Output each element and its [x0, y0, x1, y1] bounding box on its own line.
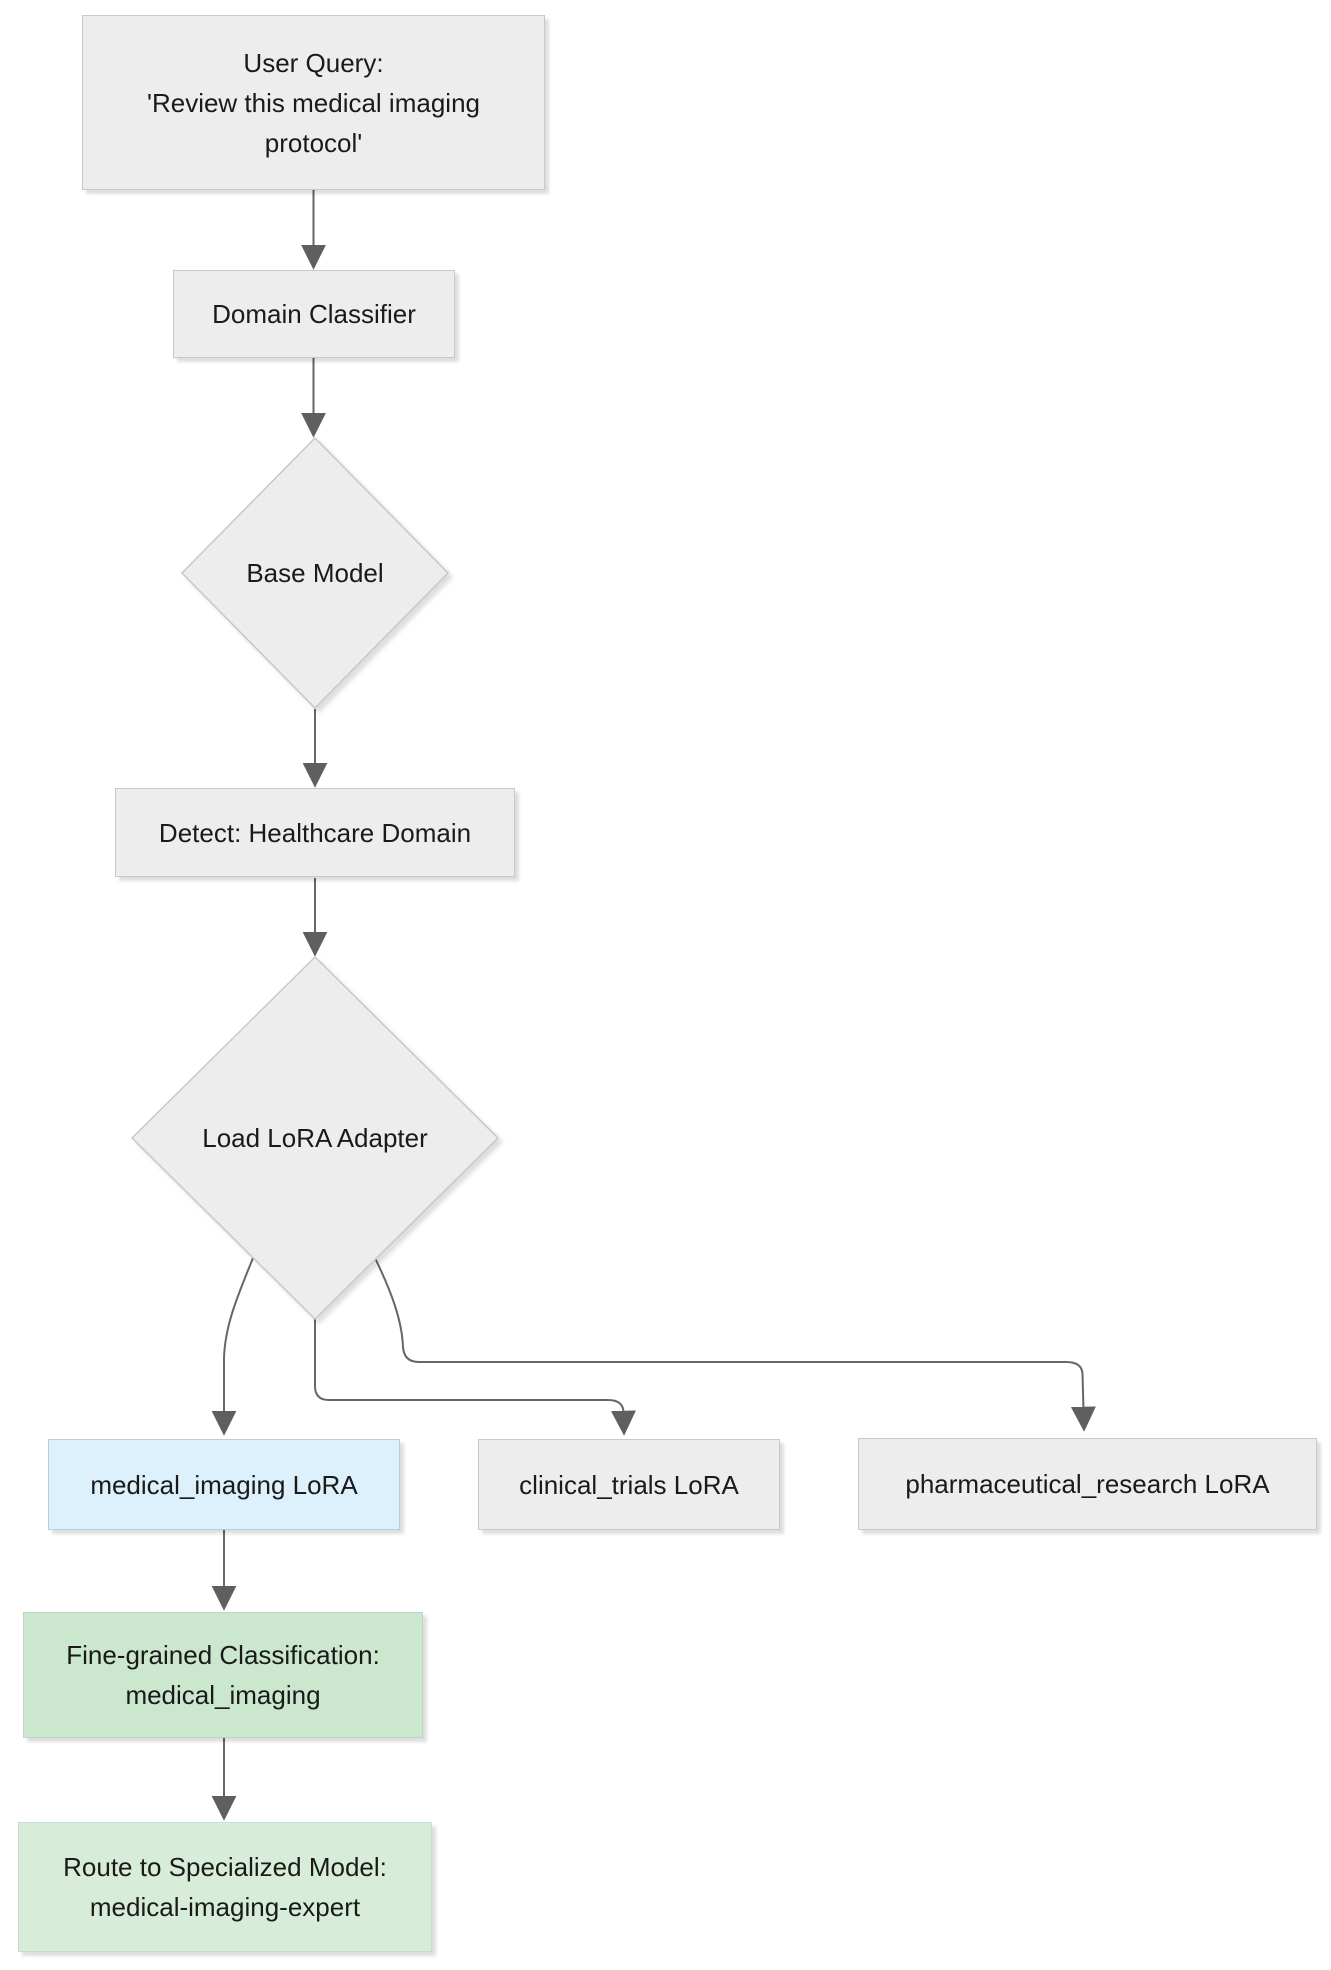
edge-group [211, 190, 1096, 1821]
node-user-query: User Query: 'Review this medical imaging… [82, 15, 545, 190]
node-route-specialized-model: Route to Specialized Model: medical-imag… [18, 1822, 432, 1952]
node-label: 'Review this medical imaging [147, 87, 480, 118]
node-fine-grained-classification: Fine-grained Classification: medical_ima… [23, 1612, 423, 1738]
node-label: Route to Specialized Model: [63, 1852, 387, 1882]
node-label: Base Model [246, 558, 384, 588]
edge-loadlora-clinicaltrials [314, 1319, 636, 1436]
node-detect-healthcare-domain: Detect: Healthcare Domain [115, 788, 515, 877]
node-base-model: Base Model [182, 438, 448, 708]
edge-loadlora-pharma [374, 1257, 1096, 1432]
node-label: Detect: Healthcare Domain [158, 817, 472, 848]
node-label: User Query: [243, 47, 384, 78]
node-label: pharmaceutical_research LoRA [905, 1469, 1270, 1499]
node-clinical-trials-lora: clinical_trials LoRA [478, 1439, 780, 1530]
edge-loadlora-medicalimaging [211, 1257, 254, 1436]
node-domain-classifier: Domain Classifier [173, 270, 455, 358]
node-label: Fine-grained Classification: [66, 1640, 380, 1670]
node-pharmaceutical-research-lora: pharmaceutical_research LoRA [858, 1438, 1317, 1530]
node-medical-imaging-lora: medical_imaging LoRA [48, 1439, 400, 1530]
load-lora-diamond [130, 955, 500, 1321]
base-model-diamond [180, 436, 450, 710]
node-label: medical-imaging-expert [89, 1892, 361, 1922]
node-label: medical_imaging LoRA [90, 1469, 358, 1500]
node-label: Domain Classifier [212, 299, 416, 329]
decision-diamonds [130, 436, 500, 1321]
node-label: Load LoRA Adapter [202, 1123, 428, 1153]
node-label: protocol' [264, 127, 363, 158]
node-load-lora-adapter: Load LoRA Adapter [132, 957, 498, 1319]
node-label: clinical_trials LoRA [519, 1469, 739, 1500]
node-label: medical_imaging [125, 1680, 321, 1710]
